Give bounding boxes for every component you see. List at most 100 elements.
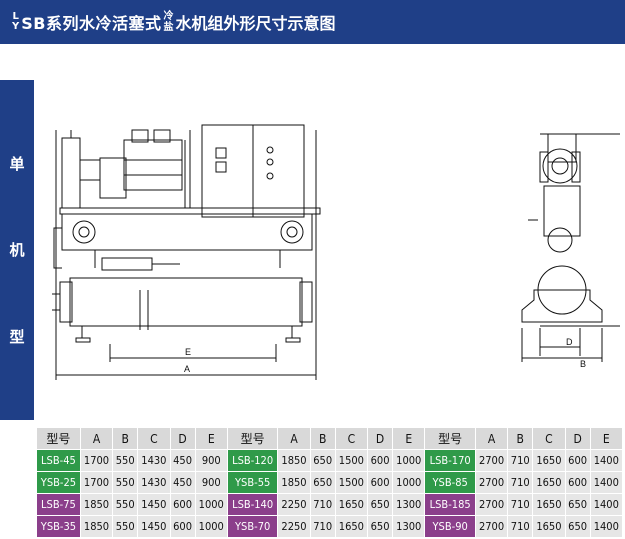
value-cell: 1450 <box>137 515 171 538</box>
value-cell: 550 <box>112 471 139 494</box>
value-cell: 450 <box>169 449 196 472</box>
value-cell: 1000 <box>392 449 426 472</box>
value-cell: 1650 <box>532 515 566 538</box>
page-title-stacked: 冷 盐 <box>163 11 173 33</box>
table-header-cell: 型号 <box>424 427 476 450</box>
value-cell: 650 <box>309 449 336 472</box>
logo-letter-top: L <box>12 11 19 22</box>
stacked-char-top: 冷 <box>163 11 174 22</box>
value-cell: 1000 <box>194 515 228 538</box>
table-header-cell: D <box>169 427 196 450</box>
value-cell: 710 <box>309 515 336 538</box>
value-cell: 1000 <box>194 493 228 516</box>
value-cell: 710 <box>507 449 534 472</box>
value-cell: 650 <box>367 493 394 516</box>
value-cell: 2700 <box>474 515 509 538</box>
model-cell: LSB-140 <box>226 493 279 516</box>
value-cell: 650 <box>367 515 394 538</box>
value-cell: 650 <box>564 493 591 516</box>
value-cell: 1850 <box>277 449 311 472</box>
model-cell: LSB-75 <box>36 493 81 516</box>
model-cell: YSB-85 <box>424 471 476 494</box>
side-label-char: 型 <box>9 328 25 347</box>
model-cell: LSB-185 <box>424 493 476 516</box>
value-cell: 1400 <box>589 449 624 472</box>
table-header-cell: B <box>309 427 336 450</box>
value-cell: 600 <box>367 449 394 472</box>
value-cell: 1500 <box>334 471 369 494</box>
value-cell: 600 <box>564 471 591 494</box>
value-cell: 1650 <box>532 471 566 494</box>
unit-dimension-drawing: E A C D B <box>52 124 620 380</box>
table-header-cell: A <box>79 427 114 450</box>
evaporator-shell <box>69 277 303 327</box>
value-cell: 600 <box>169 493 196 516</box>
table-header-cell: B <box>112 427 139 450</box>
condenser-shell <box>61 213 313 251</box>
table-header-cell: C <box>137 427 171 450</box>
side-label-char: 单 <box>9 154 25 173</box>
value-cell: 1650 <box>532 449 566 472</box>
dim-label-d: D <box>566 337 573 347</box>
value-cell: 710 <box>309 493 336 516</box>
value-cell: 2700 <box>474 493 509 516</box>
value-cell: 1000 <box>392 471 426 494</box>
value-cell: 1450 <box>137 493 171 516</box>
value-cell: 550 <box>112 493 139 516</box>
side-label-band: 单 机 型 <box>0 80 34 420</box>
model-cell: YSB-55 <box>226 471 279 494</box>
model-cell: LSB-120 <box>226 449 279 472</box>
value-cell: 710 <box>507 493 534 516</box>
value-cell: 1700 <box>79 471 114 494</box>
table-header-cell: B <box>507 427 534 450</box>
dim-label-b: B <box>580 359 586 369</box>
page-title-part1: SB系列水冷活塞式 <box>21 14 162 33</box>
stacked-char-bottom: 盐 <box>163 22 174 33</box>
value-cell: 900 <box>194 449 228 472</box>
value-cell: 600 <box>367 471 394 494</box>
value-cell: 650 <box>309 471 336 494</box>
value-cell: 900 <box>194 471 228 494</box>
table-header-cell: D <box>367 427 394 450</box>
value-cell: 1300 <box>392 493 426 516</box>
table-header-cell: E <box>589 427 624 450</box>
value-cell: 1650 <box>334 493 369 516</box>
value-cell: 710 <box>507 471 534 494</box>
dim-label-e: E <box>185 347 191 357</box>
value-cell: 1700 <box>79 449 114 472</box>
value-cell: 2250 <box>277 515 311 538</box>
model-cell: YSB-25 <box>36 471 81 494</box>
table-header-cell: E <box>392 427 426 450</box>
value-cell: 2700 <box>474 471 509 494</box>
value-cell: 1650 <box>334 515 369 538</box>
value-cell: 1850 <box>79 493 114 516</box>
table-header-cell: A <box>277 427 311 450</box>
value-cell: 1430 <box>137 449 171 472</box>
table-header-cell: 型号 <box>36 427 81 450</box>
side-label-char: 机 <box>9 241 25 260</box>
value-cell: 650 <box>564 515 591 538</box>
model-cell: YSB-35 <box>36 515 81 538</box>
logo-letter-bottom: Y <box>12 21 20 32</box>
value-cell: 2700 <box>474 449 509 472</box>
table-header-cell: 型号 <box>226 427 279 450</box>
value-cell: 1300 <box>392 515 426 538</box>
brand-logo: L Y <box>12 12 19 32</box>
value-cell: 710 <box>507 515 534 538</box>
value-cell: 2250 <box>277 493 311 516</box>
dim-label-a: A <box>184 364 190 374</box>
value-cell: 1400 <box>589 493 624 516</box>
value-cell: 450 <box>169 471 196 494</box>
value-cell: 550 <box>112 515 139 538</box>
table-header-cell: A <box>474 427 509 450</box>
model-cell: LSB-170 <box>424 449 476 472</box>
model-cell: YSB-90 <box>424 515 476 538</box>
value-cell: 600 <box>564 449 591 472</box>
value-cell: 1850 <box>79 515 114 538</box>
table-header-cell: C <box>334 427 369 450</box>
